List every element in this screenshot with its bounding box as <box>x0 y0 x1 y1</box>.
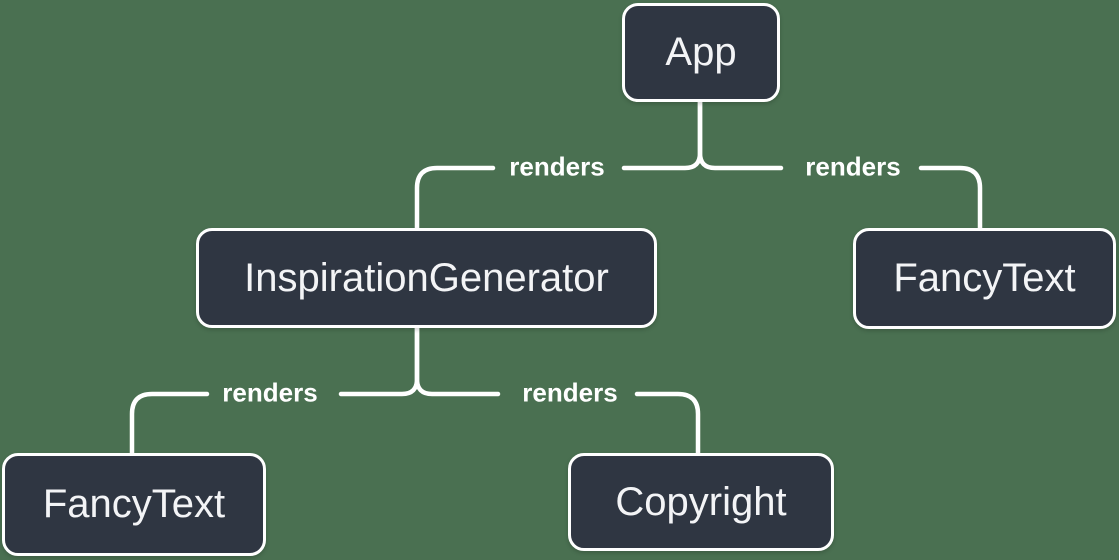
node-copyright: Copyright <box>568 453 834 551</box>
edge-label-app-to-inspiration-generator: renders <box>509 151 605 182</box>
edge-app-branch-right-segment <box>697 99 784 171</box>
node-fancy-text-top: FancyText <box>853 228 1116 329</box>
edge-inspiration-branch-left-segment <box>338 325 420 397</box>
node-inspiration-generator-label: InspirationGenerator <box>244 255 609 300</box>
node-copyright-label: Copyright <box>615 479 787 524</box>
node-fancy-text-bottom: FancyText <box>2 453 266 556</box>
edge-inspiration-to-copyright-segment <box>634 391 701 456</box>
edge-label-inspiration-generator-to-fancy-text: renders <box>222 377 318 408</box>
node-app-label: App <box>665 30 737 74</box>
edge-inspiration-to-fancy-text-segment <box>129 391 210 456</box>
edge-label-app-to-fancy-text: renders <box>805 151 901 182</box>
edge-label-inspiration-generator-to-copyright: renders <box>522 377 618 408</box>
edge-app-branch-left-segment <box>621 99 703 171</box>
edge-inspiration-branch-right-segment <box>414 325 501 397</box>
node-fancy-text-bottom-label: FancyText <box>42 482 226 526</box>
node-fancy-text-top-label: FancyText <box>893 256 1076 300</box>
edge-app-to-inspiration-generator-segment <box>414 165 496 231</box>
node-inspiration-generator: InspirationGenerator <box>196 228 657 328</box>
edge-app-to-fancy-text-segment <box>918 165 983 231</box>
node-app: App <box>622 3 780 102</box>
